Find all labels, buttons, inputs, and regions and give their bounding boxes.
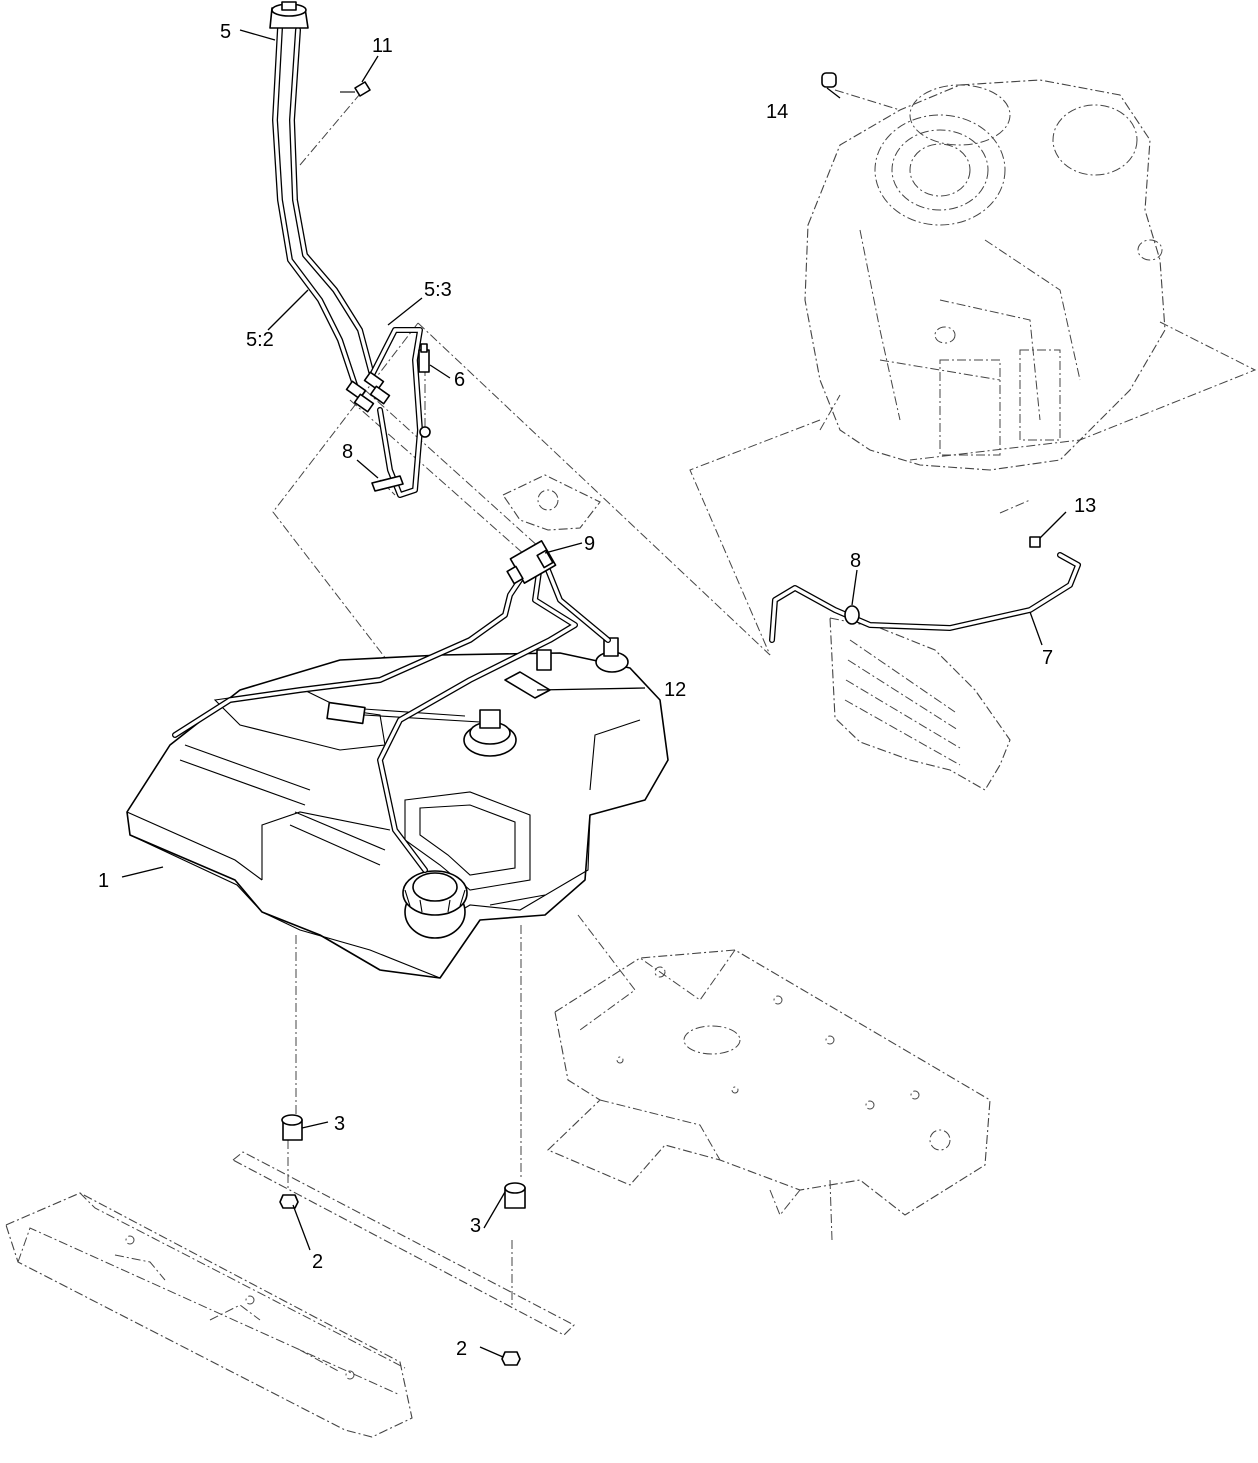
callout-3-right: 3 (470, 1215, 481, 1237)
callout-7: 7 (1042, 647, 1053, 669)
check-valve (418, 343, 431, 438)
callout-5-3: 5:3 (424, 279, 452, 301)
hose-bracket-phantom (502, 474, 601, 531)
fuel-pump-sender (463, 649, 552, 757)
callout-2-left: 2 (312, 1251, 323, 1273)
callout-13: 13 (1074, 495, 1096, 517)
hose-clamp-left (371, 475, 404, 492)
spacer-left (281, 1114, 303, 1141)
bolt (340, 81, 371, 97)
callout-8-right: 8 (850, 550, 861, 572)
callout-11: 11 (372, 35, 393, 57)
grommet (821, 72, 837, 88)
fuel-tank (126, 652, 669, 979)
leader-lines (121, 29, 1067, 1358)
fuel-cap (402, 870, 468, 939)
callout-14: 14 (766, 101, 788, 123)
engine-fuel-line (769, 552, 1081, 643)
callout-9: 9 (584, 533, 595, 555)
filler-hose-fittings (345, 371, 391, 413)
assembly-lines (272, 87, 1257, 1308)
callout-1: 1 (98, 870, 109, 892)
fuel-line-fitting-block (506, 540, 557, 585)
callout-8-left: 8 (342, 441, 353, 463)
callout-3-left: 3 (334, 1113, 345, 1135)
hose-fitting-13 (1029, 536, 1041, 548)
nut-left (279, 1194, 299, 1209)
engine-screen-phantom (829, 617, 1011, 791)
callout-5-2: 5:2 (246, 329, 274, 351)
spacer-right (504, 1182, 526, 1209)
tank-support-bar-phantom (232, 1151, 575, 1336)
tank-vent-fitting (595, 637, 629, 673)
callout-5: 5 (220, 21, 231, 43)
callout-6: 6 (454, 369, 465, 391)
callout-labels: 5 11 14 5:3 5:2 6 8 13 9 8 7 12 1 3 3 2 … (98, 21, 1096, 1360)
nut-right (501, 1351, 521, 1366)
front-frame-rail-phantom (5, 1192, 413, 1438)
filler-neck-hose (269, 1, 423, 498)
tank-fuel-lines (172, 559, 611, 873)
callout-2-right: 2 (456, 1338, 467, 1360)
callout-12: 12 (664, 679, 686, 701)
engine-phantom (804, 79, 1166, 471)
rear-frame-plate-phantom (547, 949, 991, 1241)
hose-clamp-right (844, 605, 860, 625)
